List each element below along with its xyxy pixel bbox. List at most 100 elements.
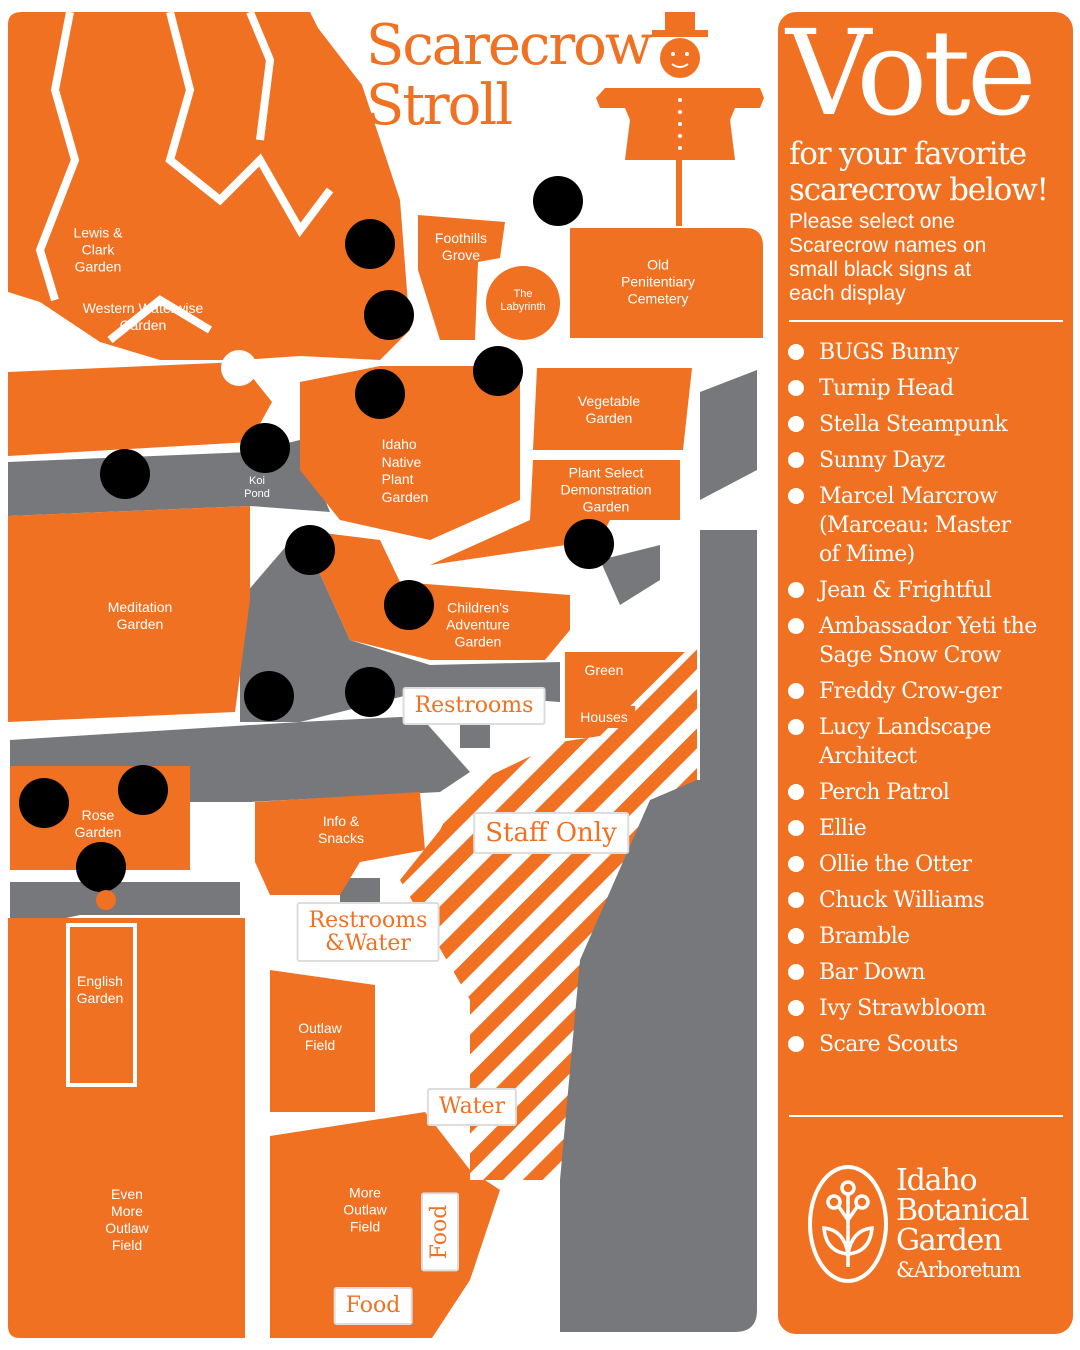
vote-option-label: Stella Steampunk [819,412,1008,437]
radio-button[interactable] [788,380,804,396]
area-info-snacks[interactable]: Info & Snacks [318,813,364,846]
radio-button[interactable] [788,1036,804,1052]
vote-subheading: for your favorite scarecrow below! [789,136,1049,208]
radio-button[interactable] [788,964,804,980]
vote-option[interactable]: Jean & Frightful [788,576,1068,605]
scarecrow-marker [533,176,583,226]
english-garden-border [66,923,137,1087]
area-vegetable[interactable]: Vegetable Garden [577,393,641,426]
area-idaho-native[interactable]: Idaho Native Plant Garden [381,436,429,505]
entrance-dot [96,890,116,910]
area-koi-pond[interactable]: Koi Pond [244,475,270,500]
area-foothills[interactable]: Foothills Grove [434,230,488,263]
logo-line: Idaho [896,1163,978,1198]
vote-option-label: Sunny Dayz [819,448,945,473]
area-english[interactable]: English Garden [76,973,124,1006]
scarecrow-marker [345,219,395,269]
divider [789,320,1063,322]
food-sign: Food [333,1287,413,1325]
vote-option-label: Freddy Crow-ger [819,679,1001,704]
radio-button[interactable] [788,452,804,468]
scarecrow-markers [19,176,614,910]
vote-option[interactable]: Chuck Williams [788,886,1068,915]
botanical-garden-logo-icon [808,1165,888,1283]
area-meditation[interactable]: Meditation Garden [107,599,173,632]
logo-line: Garden [896,1223,1002,1258]
title-line-2: Stroll [366,73,513,138]
area-childrens[interactable]: Children's Adventure Garden [446,599,510,650]
radio-button[interactable] [788,928,804,944]
area-labyrinth[interactable]: The Labyrinth [500,288,546,313]
scarecrow-marker [285,525,335,575]
vote-option-label: Ellie [819,816,867,841]
radio-button[interactable] [788,488,804,504]
vote-option[interactable]: Marcel Marcrow (Marceau: Master of Mime) [788,482,1068,569]
vote-option-label: Perch Patrol [819,780,950,805]
vote-option[interactable]: Freddy Crow-ger [788,677,1068,706]
garden-map [8,10,764,1338]
radio-button[interactable] [788,416,804,432]
radio-button[interactable] [788,719,804,735]
vote-option[interactable]: Ollie the Otter [788,850,1068,879]
vote-option-label: Ollie the Otter [819,852,972,877]
vote-option[interactable]: Perch Patrol [788,778,1068,807]
vote-option-label: Jean & Frightful [819,578,992,603]
vote-option-label: Scare Scouts [819,1032,958,1057]
vote-heading: Vote [786,4,1037,142]
vote-option[interactable]: Bar Down [788,958,1068,987]
radio-button[interactable] [788,784,804,800]
area-plant-select[interactable]: Plant Select Demonstration Garden [560,464,652,515]
scarecrow-marker [19,778,69,828]
vote-option[interactable]: Turnip Head [788,374,1068,403]
area-outlaw[interactable]: Outlaw Field [298,1020,342,1053]
logo-text: Idaho Botanical Garden [896,1163,1030,1258]
scarecrow-marker [100,449,150,499]
green-label: Green [576,659,632,681]
title-line-1: Scarecrow [366,13,653,78]
area-western-waterwise[interactable]: Western Waterwise Garden [82,300,204,333]
scarecrow-marker [473,346,523,396]
scarecrow-marker [564,519,614,569]
vote-option[interactable]: Ambassador Yeti the Sage Snow Crow [788,612,1068,670]
water-sign: Water [426,1088,518,1126]
vote-option-label: Turnip Head [819,376,954,401]
vote-option[interactable]: Ellie [788,814,1068,843]
radio-button[interactable] [788,683,804,699]
radio-button[interactable] [788,820,804,836]
area-lewis-clark[interactable]: Lewis & Clark Garden [73,224,123,275]
vote-option[interactable]: Stella Steampunk [788,410,1068,439]
vote-option[interactable]: Ivy Strawbloom [788,994,1068,1023]
scarecrow-marker [364,290,414,340]
vote-option-label: Lucy Landscape Architect [819,715,992,769]
vote-option-label: BUGS Bunny [819,340,959,365]
scarecrow-marker [244,671,294,721]
vote-option[interactable]: Lucy Landscape Architect [788,713,1068,771]
area-more-outlaw[interactable]: More Outlaw Field [343,1184,387,1235]
radio-button[interactable] [788,582,804,598]
staff-only-sign: Staff Only [473,812,629,854]
radio-button[interactable] [788,344,804,360]
radio-button[interactable] [788,618,804,634]
logo-subtext: &Arboretum [896,1258,1021,1282]
area-even-more-outlaw[interactable]: Even More Outlaw Field [105,1186,149,1253]
logo-line: Botanical [896,1193,1030,1228]
vote-option[interactable]: BUGS Bunny [788,338,1068,367]
scarecrow-marker [384,580,434,630]
garden-areas [8,12,763,1338]
area-penitentiary[interactable]: Old Penitentiary Cemetery [621,256,695,307]
radio-button[interactable] [788,1000,804,1016]
area-rose[interactable]: Rose Garden [74,807,122,840]
scarecrow-marker [345,667,395,717]
vote-option-label: Chuck Williams [819,888,985,913]
vote-option[interactable]: Bramble [788,922,1068,951]
river-lines [35,10,334,344]
restrooms-sign: Restrooms [402,687,546,725]
vote-option[interactable]: Sunny Dayz [788,446,1068,475]
scarecrow-illustration [596,12,764,226]
scarecrow-marker [240,423,290,473]
radio-button[interactable] [788,892,804,908]
staff-only-area [400,640,697,1180]
vote-option[interactable]: Scare Scouts [788,1030,1068,1059]
radio-button[interactable] [788,856,804,872]
vote-option-label: Bar Down [819,960,925,985]
